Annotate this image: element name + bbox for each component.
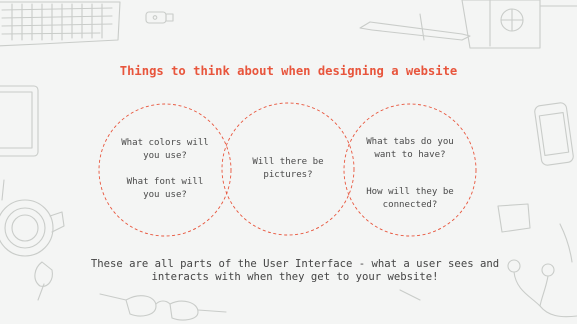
coffee-cup-icon bbox=[0, 200, 64, 256]
sticky-note-icon bbox=[498, 204, 530, 232]
tablet-icon bbox=[0, 86, 38, 156]
earphones-icon bbox=[508, 224, 577, 317]
right-circle-question-2: How will they be connected? bbox=[366, 187, 454, 210]
middle-circle-question-1: Will there be pictures? bbox=[252, 157, 324, 180]
circle-right bbox=[343, 103, 477, 237]
glasses-icon bbox=[100, 294, 226, 320]
notebook-icon bbox=[462, 0, 577, 48]
keyboard-icon bbox=[0, 2, 120, 46]
smartphone-icon bbox=[534, 102, 574, 166]
footer-text: These are all parts of the User Interfac… bbox=[90, 258, 500, 283]
left-circle-question-1: What colors will you use? bbox=[121, 138, 209, 161]
circle-left bbox=[98, 103, 232, 237]
slide-title: Things to think about when designing a w… bbox=[119, 64, 458, 78]
right-circle-question-1: What tabs do you want to have? bbox=[366, 137, 454, 160]
circle-middle bbox=[221, 102, 355, 236]
usb-stick-icon bbox=[146, 12, 173, 23]
left-circle-question-2: What font will you use? bbox=[126, 177, 204, 200]
mouse-icon bbox=[35, 262, 52, 300]
pen-icon bbox=[360, 14, 470, 40]
